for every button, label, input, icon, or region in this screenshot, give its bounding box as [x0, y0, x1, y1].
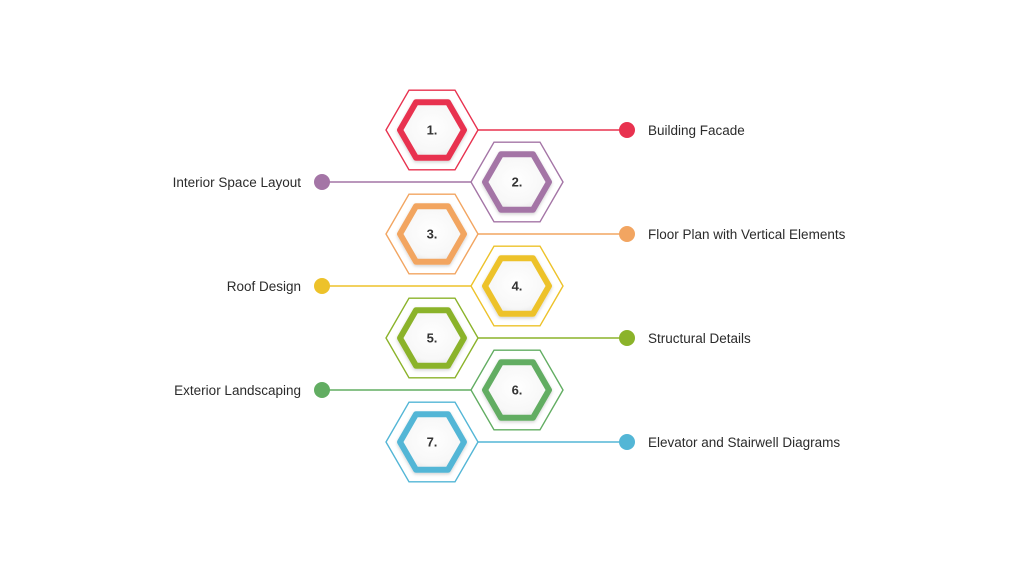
step-number: 4.	[512, 279, 523, 294]
step-7: 7. Elevator and Stairwell Diagrams	[385, 401, 840, 483]
step-2: 2. Interior Space Layout	[173, 141, 564, 223]
step-label: Elevator and Stairwell Diagrams	[648, 435, 840, 450]
step-5: 5. Structural Details	[385, 297, 751, 379]
inner-hexagon	[482, 255, 552, 317]
connector-dot	[314, 174, 330, 190]
step-label: Building Facade	[648, 123, 745, 138]
step-6: 6. Exterior Landscaping	[174, 349, 564, 431]
inner-hexagon	[482, 359, 552, 421]
inner-hexagon	[397, 203, 467, 265]
connector-dot	[619, 434, 635, 450]
step-number: 7.	[427, 435, 438, 450]
step-label: Interior Space Layout	[173, 175, 302, 190]
step-number: 1.	[427, 123, 438, 138]
step-label: Structural Details	[648, 331, 751, 346]
connector-dot	[314, 382, 330, 398]
connector-dot	[314, 278, 330, 294]
step-1: 1. Building Facade	[385, 89, 745, 171]
inner-hexagon	[397, 99, 467, 161]
inner-hexagon	[397, 307, 467, 369]
step-number: 3.	[427, 227, 438, 242]
step-label: Exterior Landscaping	[174, 383, 301, 398]
connector-dot	[619, 122, 635, 138]
connector-dot	[619, 226, 635, 242]
step-number: 5.	[427, 331, 438, 346]
step-3: 3. Floor Plan with Vertical Elements	[385, 193, 846, 275]
step-4: 4. Roof Design	[227, 245, 564, 327]
step-label: Floor Plan with Vertical Elements	[648, 227, 846, 242]
step-number: 6.	[512, 383, 523, 398]
connector-dot	[619, 330, 635, 346]
step-label: Roof Design	[227, 279, 301, 294]
inner-hexagon	[397, 411, 467, 473]
step-number: 2.	[512, 175, 523, 190]
inner-hexagon	[482, 151, 552, 213]
